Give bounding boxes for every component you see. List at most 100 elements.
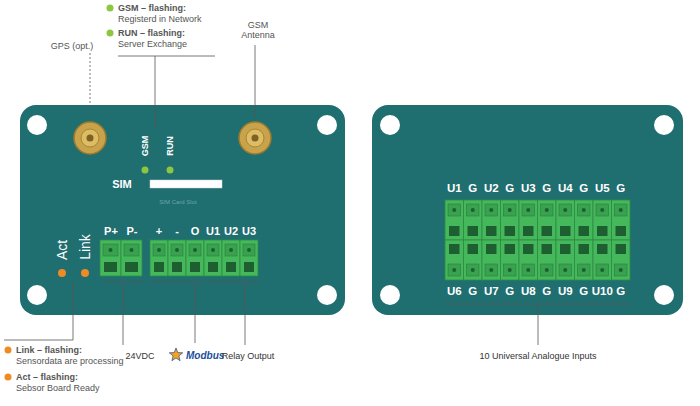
terminal-screw bbox=[615, 264, 628, 276]
terminal-screw bbox=[559, 264, 572, 276]
led bbox=[81, 269, 89, 277]
terminal-screw bbox=[467, 204, 480, 216]
leader-line bbox=[90, 53, 91, 118]
terminal-pin bbox=[445, 240, 464, 280]
terminal-screw bbox=[225, 244, 237, 256]
terminal-screw bbox=[193, 248, 197, 252]
leader-line bbox=[102, 282, 144, 345]
terminal-screw bbox=[471, 268, 475, 272]
pin-label: U1 bbox=[206, 225, 220, 238]
terminal-pin bbox=[538, 240, 557, 280]
leader-line bbox=[150, 282, 204, 343]
terminal-screw bbox=[559, 204, 572, 216]
terminal-screw bbox=[467, 264, 480, 276]
callout-text: Act – flashing: bbox=[16, 372, 78, 382]
terminal-body bbox=[150, 240, 168, 276]
terminal-body bbox=[519, 240, 538, 280]
led-label: GSM bbox=[140, 136, 150, 157]
pin-label: + bbox=[156, 225, 162, 238]
callout-text: GPS (opt.) bbox=[51, 41, 94, 51]
terminal-screw bbox=[541, 204, 554, 216]
callout-text: Relay Output bbox=[222, 351, 275, 361]
terminal-body bbox=[482, 200, 501, 240]
terminal-opening bbox=[542, 226, 553, 236]
pin-label: G bbox=[579, 182, 588, 195]
terminal-screw bbox=[508, 268, 512, 272]
terminal-opening bbox=[244, 262, 254, 272]
antenna-connector bbox=[252, 135, 259, 142]
terminal-pin bbox=[100, 240, 121, 276]
led bbox=[167, 167, 174, 174]
pin-label: U5 bbox=[595, 182, 610, 195]
terminal-screw bbox=[508, 208, 512, 212]
terminal-pin bbox=[556, 240, 575, 280]
terminal-screw bbox=[207, 244, 219, 256]
terminal-pin bbox=[575, 240, 594, 280]
terminal-pin bbox=[501, 200, 520, 240]
circuit-board bbox=[372, 105, 683, 315]
terminal-pin bbox=[482, 200, 501, 240]
terminal-screw bbox=[109, 248, 113, 252]
terminal-screw bbox=[615, 204, 628, 216]
terminal-screw bbox=[489, 208, 493, 212]
terminal-pin bbox=[186, 240, 204, 276]
terminal-body bbox=[519, 200, 538, 240]
terminal-screw bbox=[243, 244, 255, 256]
status-dot bbox=[107, 30, 114, 37]
terminal-screw bbox=[582, 208, 586, 212]
terminal-opening bbox=[579, 226, 590, 236]
terminal-screw bbox=[153, 244, 165, 256]
terminal-screw bbox=[157, 248, 161, 252]
terminal-screw bbox=[578, 264, 591, 276]
terminal-screw bbox=[489, 268, 493, 272]
pin-label: U8 bbox=[521, 285, 536, 298]
terminal-opening bbox=[579, 244, 590, 254]
terminal-body bbox=[168, 240, 186, 276]
pin-label: G bbox=[579, 285, 588, 298]
terminal-pin bbox=[593, 200, 612, 240]
callout-text: Server Exchange bbox=[118, 39, 187, 49]
pin-label: U10 bbox=[592, 285, 613, 298]
terminal-pin bbox=[121, 240, 142, 276]
terminal-pin bbox=[445, 200, 464, 240]
leader-line bbox=[118, 56, 215, 128]
antenna-connector bbox=[74, 122, 106, 154]
pin-label: G bbox=[616, 182, 625, 195]
pin-label: O bbox=[191, 225, 200, 238]
terminal-screw bbox=[485, 264, 498, 276]
mounting-hole bbox=[380, 115, 400, 135]
led-label: Link bbox=[77, 234, 93, 260]
terminal-screw bbox=[452, 268, 456, 272]
terminal-opening bbox=[208, 262, 218, 272]
terminal-body bbox=[222, 240, 240, 276]
pin-label: U2 bbox=[484, 182, 499, 195]
terminal-screw bbox=[229, 248, 233, 252]
terminal-screw bbox=[130, 248, 134, 252]
terminal-body bbox=[464, 200, 483, 240]
mounting-hole bbox=[654, 115, 674, 135]
terminal-body bbox=[538, 240, 557, 280]
circuit-board bbox=[20, 105, 345, 315]
terminal-opening bbox=[505, 226, 516, 236]
terminal-opening bbox=[616, 226, 627, 236]
mounting-hole bbox=[317, 285, 337, 305]
pin-label: G bbox=[542, 182, 551, 195]
terminal-body bbox=[482, 240, 501, 280]
terminal-body bbox=[100, 240, 121, 276]
pin-label: P- bbox=[127, 225, 138, 238]
callout-text: GSM – flashing: bbox=[118, 3, 186, 13]
antenna-connector bbox=[81, 129, 99, 147]
terminal-screw bbox=[471, 208, 475, 212]
terminal-screw bbox=[563, 208, 567, 212]
board-label: SIM Card Slot bbox=[158, 199, 198, 206]
terminal-pin bbox=[150, 240, 168, 276]
terminal-body bbox=[445, 200, 464, 240]
terminal-screw bbox=[545, 268, 549, 272]
terminal-screw bbox=[504, 204, 517, 216]
terminal-screw bbox=[189, 244, 201, 256]
terminal-screw bbox=[485, 204, 498, 216]
terminal-opening bbox=[597, 226, 608, 236]
terminal-pin bbox=[519, 200, 538, 240]
terminal-screw bbox=[522, 264, 535, 276]
